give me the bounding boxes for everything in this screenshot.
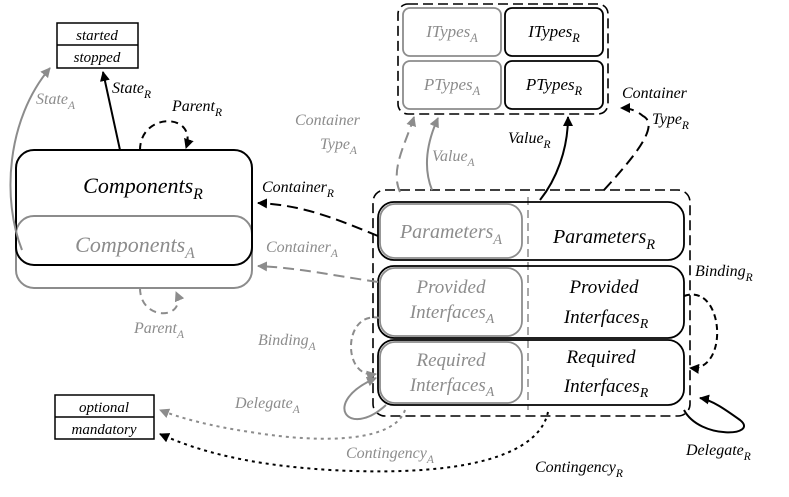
state-a-arrow: [9, 67, 51, 251]
binding-a-loop: [350, 316, 381, 381]
state-stopped-label: stopped: [74, 50, 121, 66]
container-r-label: ContainerR: [262, 179, 334, 200]
contingency-r-label: ContingencyR: [535, 459, 623, 480]
provided-a-box: [379, 267, 523, 337]
parameters-a-box: [379, 203, 523, 259]
contingency-r-arrow: [159, 411, 549, 473]
components-group: ComponentsR ComponentsA: [15, 149, 253, 289]
contingency-a-label: ContingencyA: [346, 445, 435, 466]
delegate-a-loop: [343, 376, 387, 421]
container-type-r-line1: Container: [622, 85, 688, 102]
required-a-line1: Required: [416, 350, 486, 371]
value-r-label: ValueR: [508, 130, 551, 151]
itypes-a-label: ITypesA: [425, 22, 478, 45]
optional-box: optional mandatory: [54, 394, 155, 440]
parent-a-loop: [139, 287, 185, 315]
state-a-label: StateA: [36, 91, 76, 112]
components-r-label: ComponentsR: [83, 173, 203, 203]
state-r-label: StateR: [112, 80, 151, 101]
components-r-box: [15, 149, 253, 266]
edge-labels: StateR StateA ParentR ParentA ContainerR…: [36, 80, 753, 480]
parameters-r-box: [377, 201, 685, 261]
delegate-r-loop: [683, 394, 745, 434]
ptypes-a-label: PTypesA: [423, 75, 481, 98]
required-a-label: InterfacesA: [409, 375, 495, 399]
required-r-label: InterfacesR: [563, 376, 649, 400]
binding-a-label: BindingA: [258, 332, 317, 353]
container-a-arrow: [257, 261, 379, 283]
state-started-label: started: [76, 28, 118, 44]
provided-r-label: InterfacesR: [563, 307, 649, 331]
container-type-a-line1: Container: [295, 112, 361, 129]
delegate-a-label: DelegateA: [234, 395, 301, 416]
delegate-r-label: DelegateR: [685, 442, 751, 463]
value-a-label: ValueA: [432, 148, 476, 169]
required-r-box: [377, 339, 685, 406]
parameters-r-label: ParametersR: [552, 226, 655, 253]
provided-a-label: InterfacesA: [409, 302, 495, 326]
itypes-r-box: [504, 7, 604, 57]
interfaces-group: ParametersA ParametersR Provided Interfa…: [372, 189, 691, 417]
itypes-a-box: [402, 7, 502, 57]
components-a-label: ComponentsA: [75, 232, 195, 262]
parameters-a-label: ParametersA: [399, 221, 502, 248]
value-r-arrow: [539, 116, 573, 201]
optional-label: optional: [79, 400, 129, 416]
provided-r-line1: Provided: [569, 277, 639, 298]
container-type-r-label: TypeR: [652, 111, 689, 132]
state-r-arrow: [100, 71, 121, 151]
required-a-box: [379, 341, 523, 404]
itypes-r-label: ITypesR: [527, 22, 580, 45]
container-type-r-arrow: [603, 103, 650, 191]
parent-a-label: ParentA: [133, 320, 185, 341]
container-a-label: ContainerA: [266, 239, 339, 260]
container-type-a-arrow: [395, 116, 417, 193]
contingency-a-arrow: [159, 408, 406, 440]
ptypes-a-box: [402, 60, 502, 110]
container-type-a-label: TypeA: [320, 136, 358, 157]
parent-r-label: ParentR: [171, 98, 222, 119]
parent-r-loop: [139, 120, 194, 151]
ptypes-r-label: PTypesR: [525, 75, 583, 98]
container-r-arrow: [257, 198, 379, 237]
provided-r-box: [377, 265, 685, 339]
provided-a-line1: Provided: [416, 277, 486, 298]
state-box: started stopped: [56, 22, 139, 69]
binding-r-label: BindingR: [695, 263, 753, 284]
ptypes-r-box: [504, 60, 604, 110]
binding-r-loop: [683, 293, 719, 374]
required-r-line1: Required: [566, 347, 636, 368]
value-a-arrow: [425, 117, 439, 191]
mandatory-label: mandatory: [72, 422, 137, 438]
edges: [9, 67, 745, 473]
types-group: ITypesA PTypesA ITypesR PTypesR: [397, 3, 609, 115]
